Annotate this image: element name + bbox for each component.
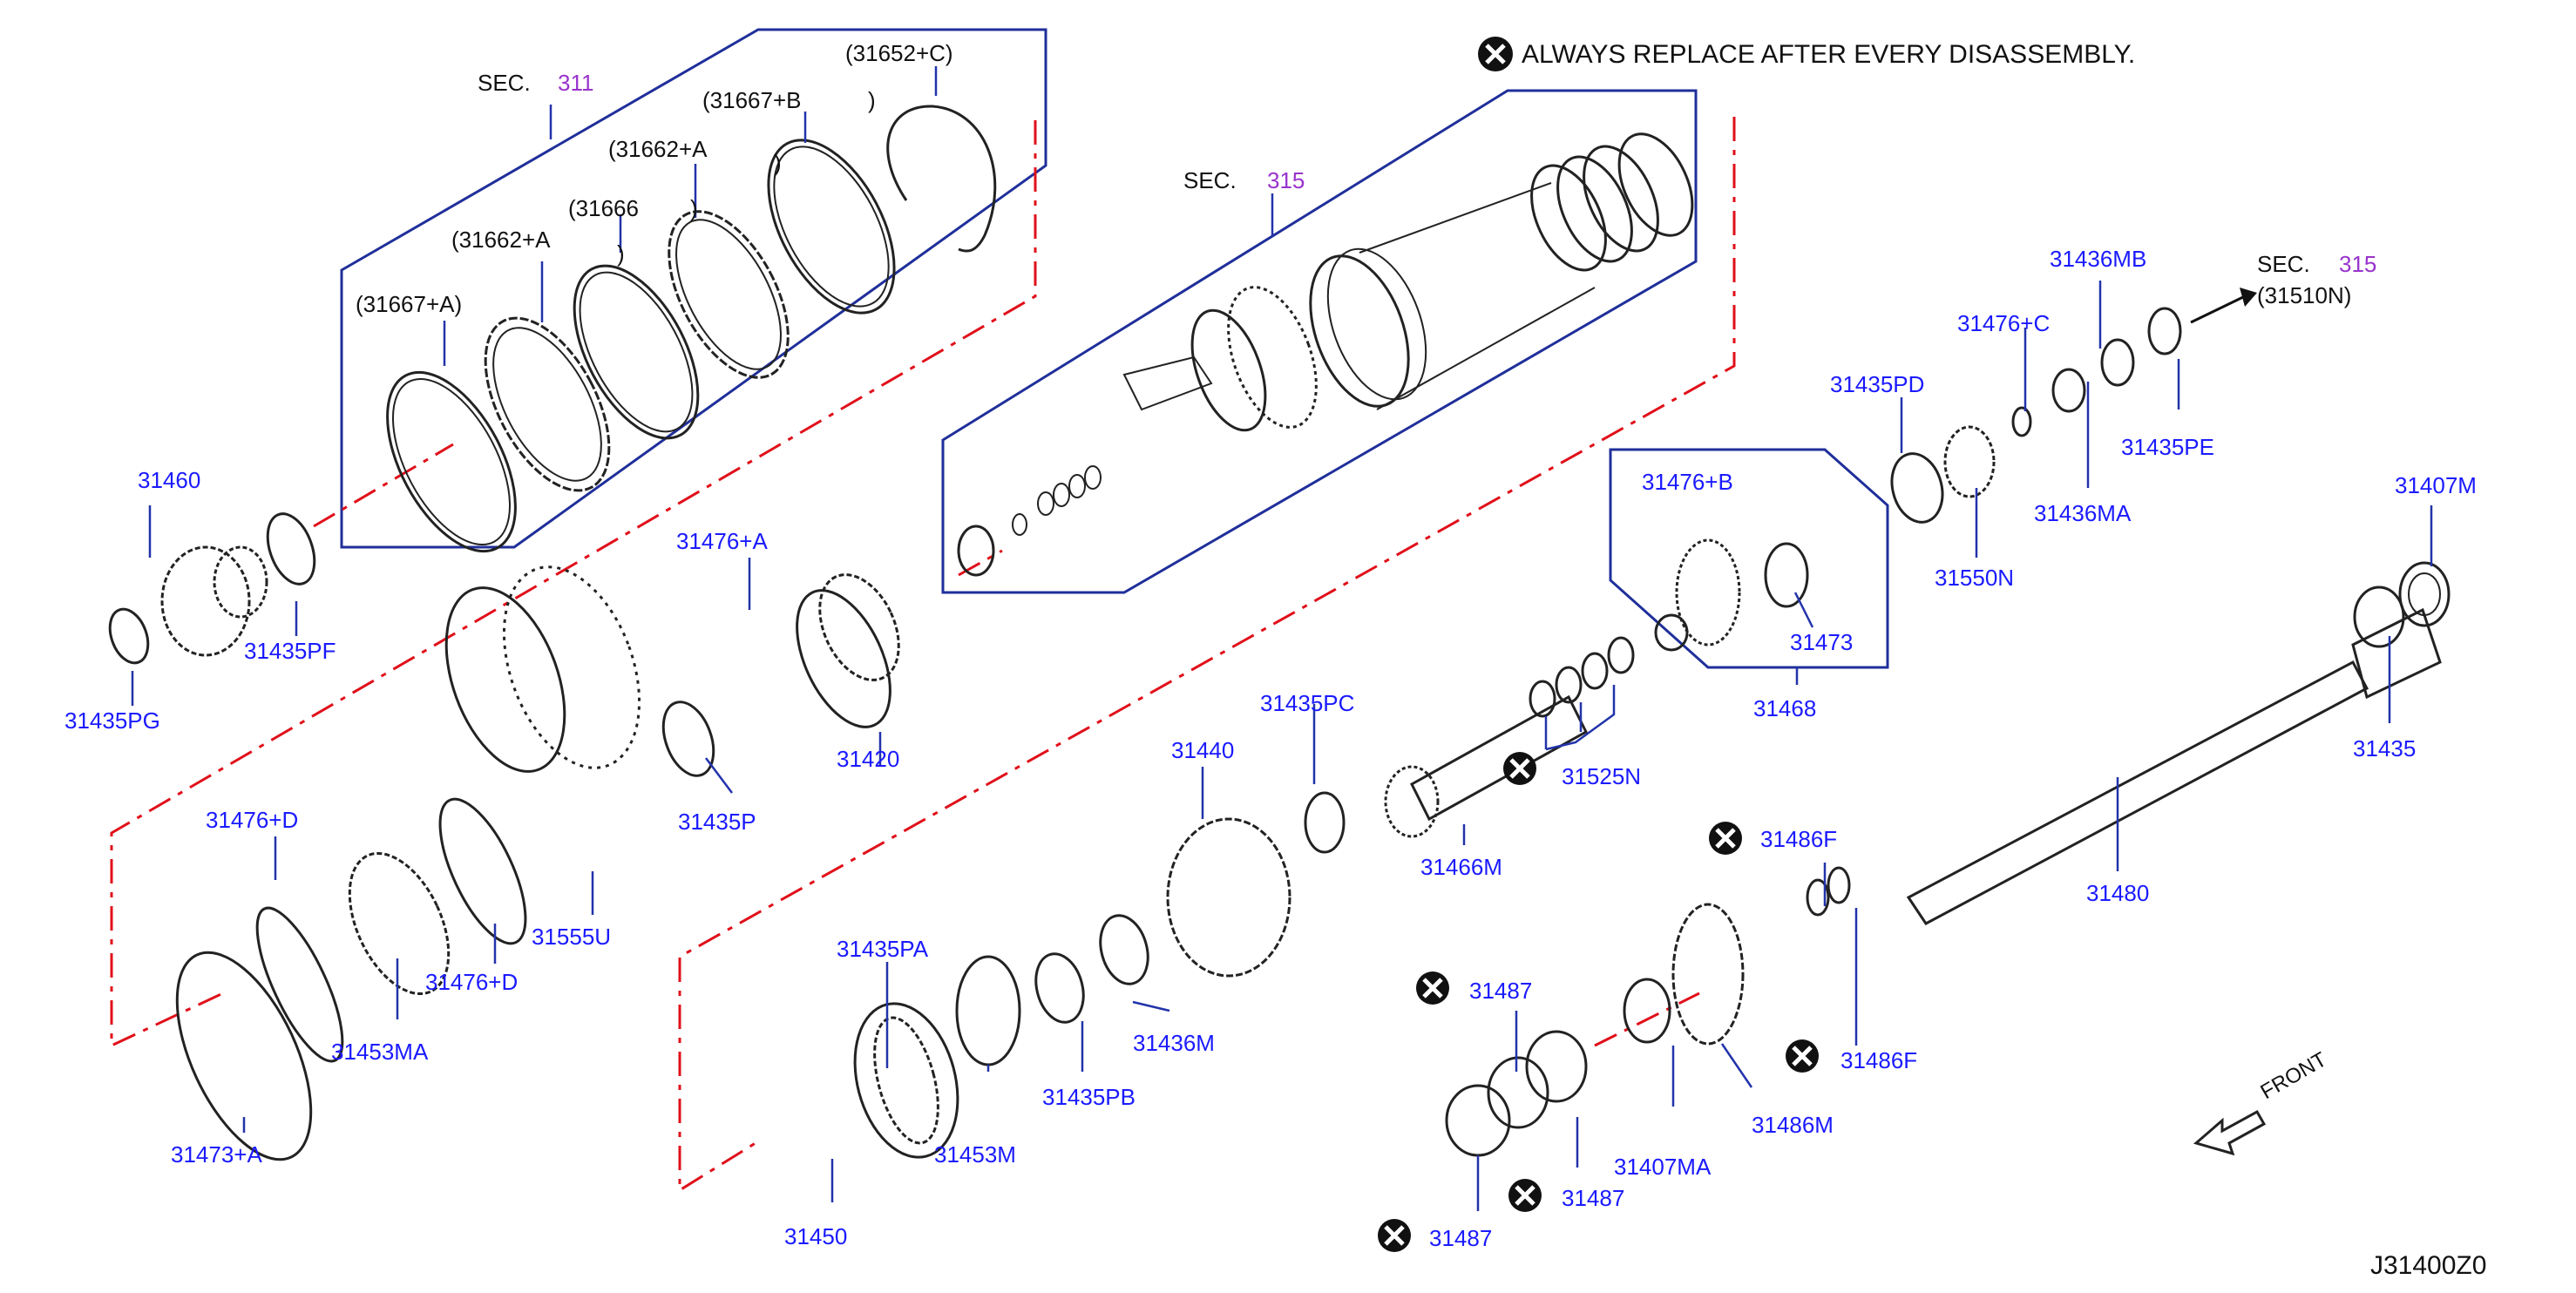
label-31662a: (31662+A	[451, 227, 551, 253]
drum-assembly-sec315	[957, 132, 1694, 577]
replace-mark-icon	[1709, 822, 1742, 855]
sec-315-right-label: SEC. 315 (31510N)	[2257, 251, 2376, 308]
label-31476d-top: 31476+D	[206, 807, 298, 833]
label-31555u: 31555U	[532, 924, 611, 950]
label-31550n: 31550N	[1935, 565, 2014, 591]
front-arrow-icon	[2193, 1109, 2267, 1156]
label-31667a: (31667+A)	[356, 291, 462, 317]
label-31435pe: 31435PE	[2121, 434, 2214, 460]
label-31666-close: )	[690, 195, 698, 221]
label-31486m: 31486M	[1752, 1112, 1834, 1138]
label-31453m: 31453M	[934, 1141, 1016, 1168]
label-31525n: 31525N	[1562, 763, 1641, 789]
sec-311-label: SEC. 311	[478, 70, 593, 96]
label-31662a-close: )	[617, 240, 625, 267]
label-31466m: 31466M	[1420, 854, 1502, 880]
center-lines	[110, 117, 1736, 1193]
label-31486f-top: 31486F	[1760, 826, 1837, 852]
label-31407m: 31407M	[2395, 472, 2477, 498]
label-31476d: 31476+D	[425, 969, 518, 995]
label-31468: 31468	[1753, 695, 1816, 721]
label-31480: 31480	[2086, 880, 2149, 906]
label-31435pf: 31435PF	[244, 638, 336, 664]
left-gear-parts	[108, 512, 900, 1161]
replace-mark-icon	[1378, 1219, 1411, 1252]
label-31435: 31435	[2353, 735, 2416, 762]
front-label: FRONT	[2257, 1047, 2331, 1104]
label-31486f: 31486F	[1840, 1047, 1917, 1073]
right-parts	[1445, 288, 2451, 1157]
label-31487-c: 31487	[1429, 1225, 1492, 1251]
sec-315-right-sub: (31510N)	[2257, 282, 2351, 308]
sec-315-right-prefix: SEC.	[2257, 251, 2310, 277]
diagram-code: J31400Z0	[2370, 1251, 2486, 1280]
notice-text: ALWAYS REPLACE AFTER EVERY DISASSEMBLY.	[1522, 40, 2135, 69]
label-31652c: (31652+C)	[845, 40, 953, 66]
replace-mark-icon	[1478, 37, 1513, 71]
label-31435pc: 31435PC	[1260, 690, 1354, 716]
sec-311-prefix: SEC.	[478, 70, 531, 96]
label-31435pb: 31435PB	[1042, 1084, 1135, 1110]
sec-311-number: 311	[558, 70, 593, 96]
label-31662a-top-close: )	[774, 150, 782, 176]
sec-315-group-box	[941, 89, 1698, 594]
gear-31468-group-box	[1609, 448, 1889, 669]
label-31436mb: 31436MB	[2050, 246, 2146, 272]
label-31487-b: 31487	[1562, 1185, 1624, 1211]
sec-315-number: 315	[1267, 167, 1305, 193]
label-31460: 31460	[138, 467, 200, 493]
label-31450: 31450	[784, 1223, 847, 1249]
label-31440: 31440	[1171, 737, 1234, 763]
label-31666: (31666	[568, 195, 639, 221]
label-31667b: (31667+B	[702, 87, 801, 113]
label-31435p: 31435P	[678, 809, 756, 835]
notice: ALWAYS REPLACE AFTER EVERY DISASSEMBLY.	[1478, 37, 2135, 71]
label-31487-a: 31487	[1469, 978, 1532, 1004]
label-31476b: 31476+B	[1642, 469, 1733, 495]
sec-311-group-box	[340, 28, 1047, 549]
label-31435pa: 31435PA	[837, 936, 929, 962]
label-31435pd: 31435PD	[1830, 371, 1924, 397]
label-31476a: 31476+A	[676, 528, 768, 554]
leader-lines	[131, 66, 2433, 1211]
label-31473a: 31473+A	[171, 1141, 262, 1168]
clutch-plates-sec311	[386, 105, 997, 553]
sec-315-right-number: 315	[2339, 251, 2376, 277]
label-31435pg: 31435PG	[64, 707, 160, 734]
center-parts	[853, 538, 1809, 1159]
sec-315-prefix: SEC.	[1183, 167, 1237, 193]
label-31436m: 31436M	[1133, 1030, 1215, 1056]
label-31473: 31473	[1790, 629, 1853, 655]
label-31453ma: 31453MA	[331, 1039, 429, 1065]
replace-mark-icon	[1508, 1179, 1542, 1212]
replace-mark-icon	[1503, 752, 1536, 785]
replace-mark-icon	[1416, 971, 1449, 1005]
label-31667b-close: )	[868, 87, 876, 113]
replace-marks	[1378, 752, 1819, 1252]
label-31407ma: 31407MA	[1614, 1154, 1712, 1180]
label-31662a-top: (31662+A	[608, 136, 708, 162]
sec-315-label: SEC. 315	[1183, 167, 1305, 193]
label-31420: 31420	[837, 746, 899, 772]
label-31476c: 31476+C	[1957, 310, 2050, 336]
replace-mark-icon	[1786, 1039, 1819, 1073]
label-31436ma: 31436MA	[2034, 500, 2132, 526]
